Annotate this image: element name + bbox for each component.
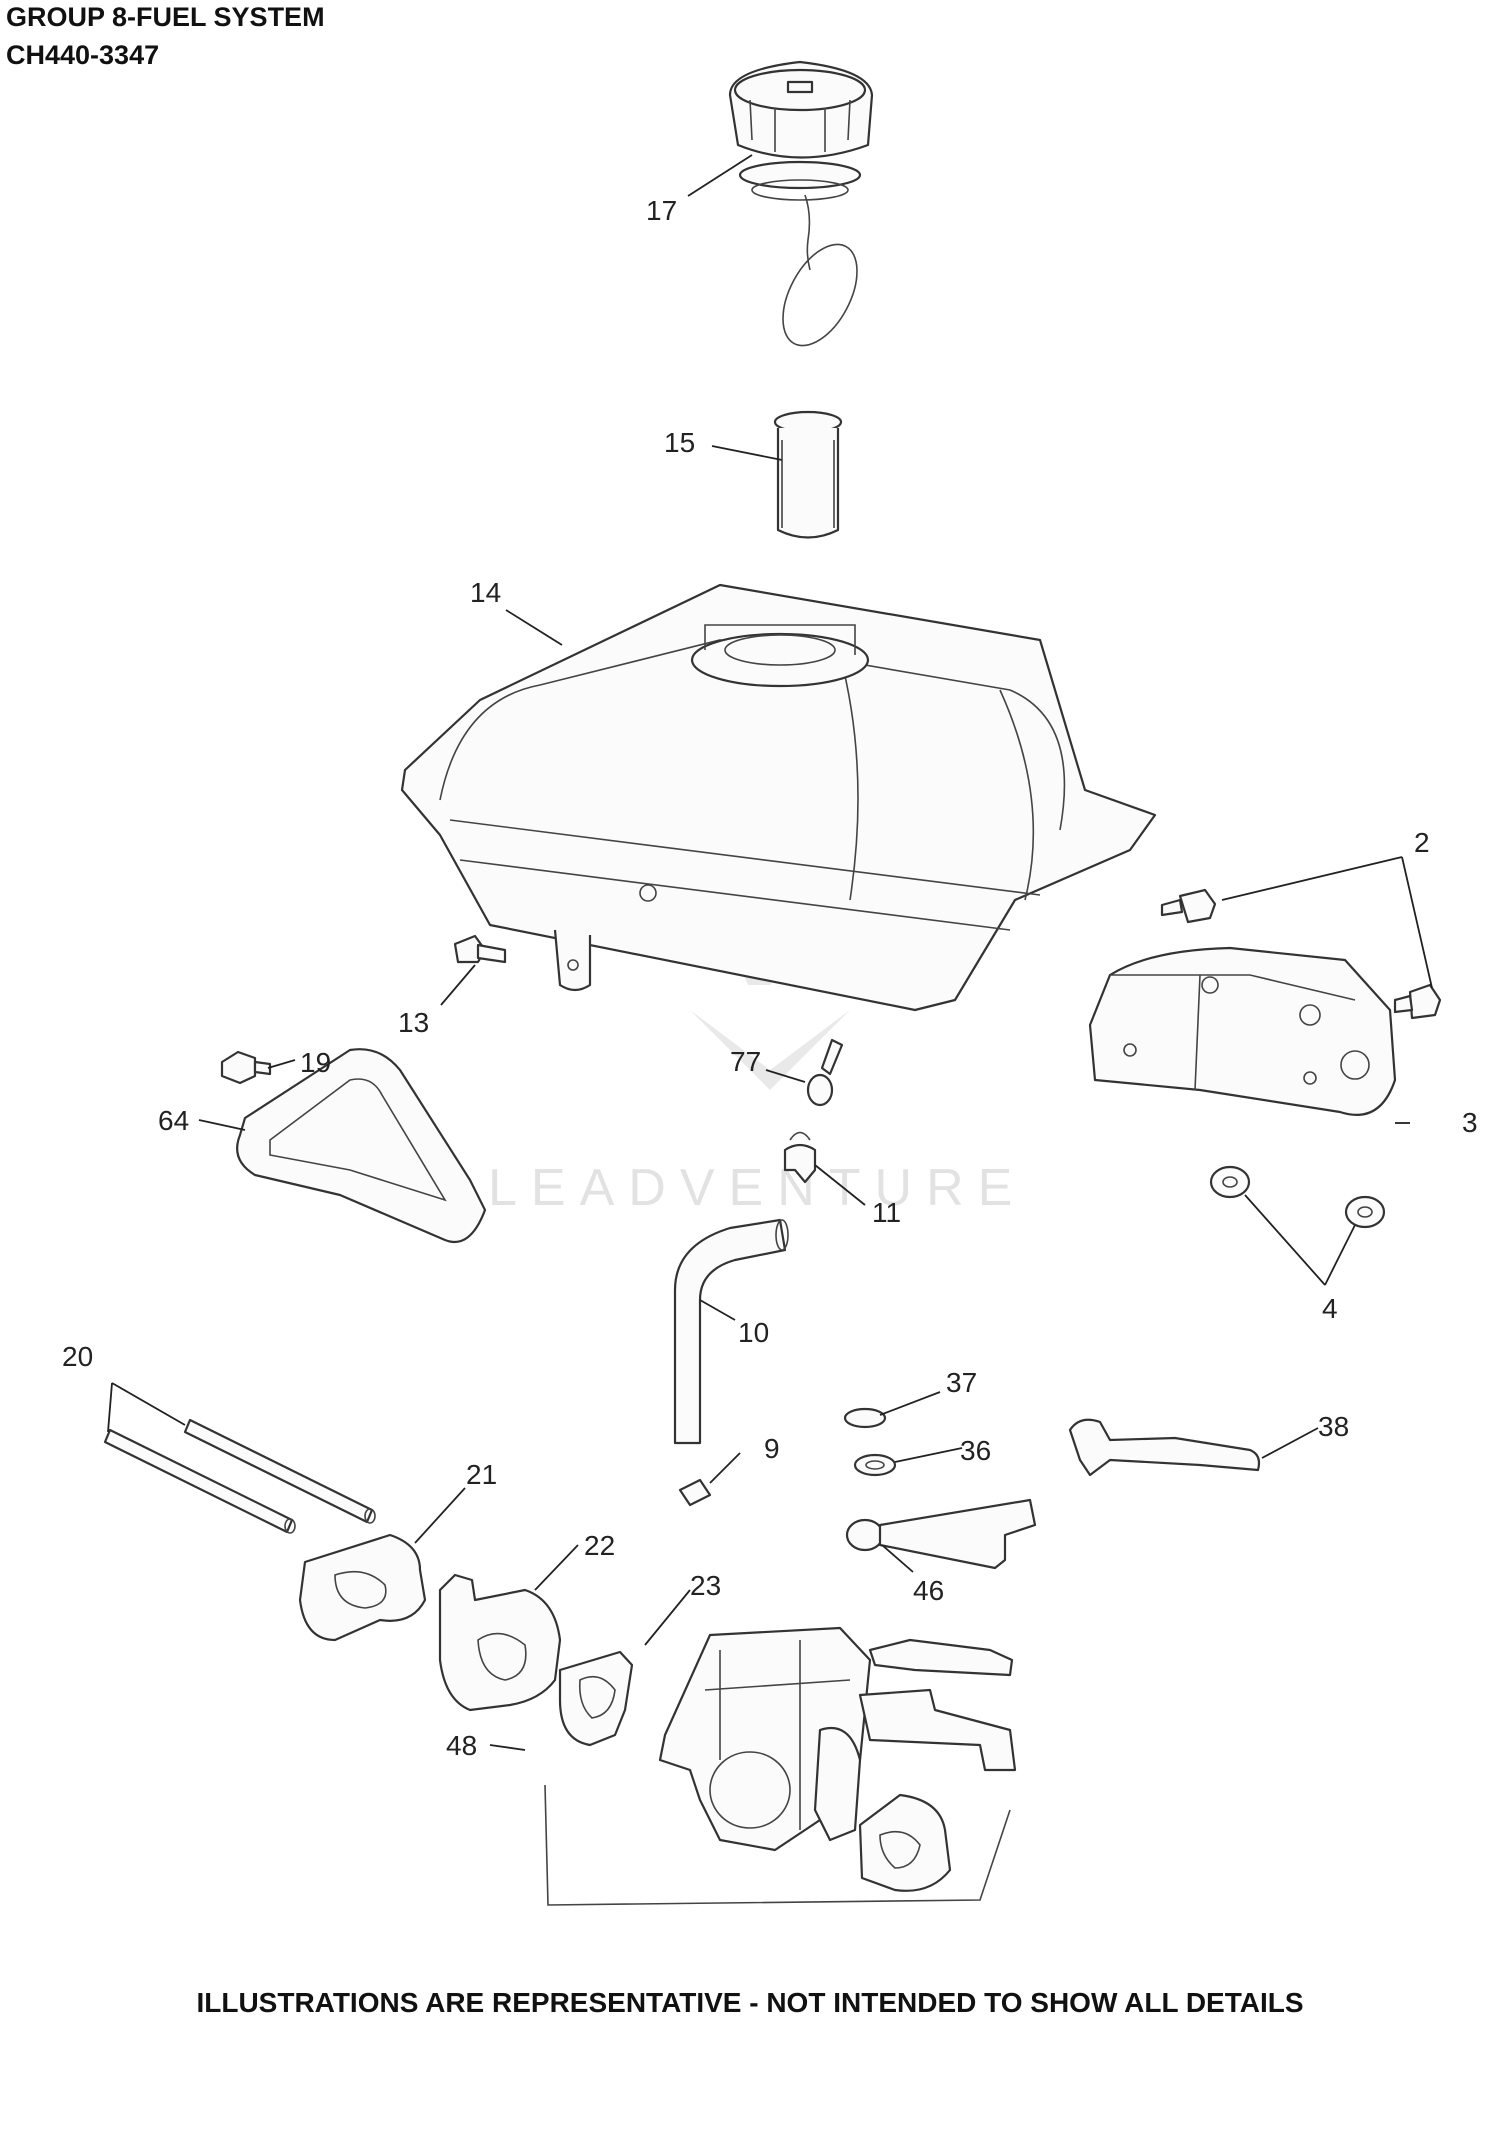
callout-23: 23: [690, 1570, 721, 1601]
part-seal-36[interactable]: [853, 1453, 897, 1477]
callout-17: 17: [646, 195, 677, 226]
part-bolts-2[interactable]: [1160, 888, 1442, 1020]
callout-38: 38: [1318, 1411, 1349, 1442]
callout-22: 22: [584, 1530, 615, 1561]
callout-64: 64: [158, 1105, 189, 1136]
model-number: CH440-3347: [6, 40, 160, 70]
callout-37: 37: [946, 1367, 977, 1398]
callout-3: 3: [1462, 1107, 1478, 1138]
part-washer-37[interactable]: [843, 1407, 887, 1429]
part-washers-4[interactable]: [1209, 1165, 1386, 1229]
callout-46: 46: [913, 1575, 944, 1606]
callout-13: 13: [398, 1007, 429, 1038]
part-carburetor-assembly[interactable]: [544, 1626, 1017, 1906]
part-bolt-13[interactable]: [453, 934, 507, 964]
callout-4: 4: [1322, 1293, 1338, 1324]
callout-48: 48: [446, 1730, 477, 1761]
part-studs-20[interactable]: [103, 1418, 376, 1534]
part-tank-support[interactable]: [236, 1048, 487, 1243]
part-hose-clip[interactable]: [783, 1131, 817, 1184]
leader-lines: [107, 154, 1433, 1751]
part-choke-lever[interactable]: [1068, 1418, 1261, 1477]
part-bolt-19[interactable]: [220, 1050, 272, 1085]
part-fuel-hose[interactable]: [673, 1218, 789, 1445]
callout-77: 77: [730, 1046, 761, 1077]
part-fuel-valve[interactable]: [806, 1038, 844, 1107]
part-fuel-cap[interactable]: [728, 60, 874, 358]
callout-labels: 17 15 14 2 13 19 77 3 64 11 4 10 20 37 3…: [62, 195, 1478, 1761]
callout-36: 36: [960, 1435, 991, 1466]
part-fuel-tank[interactable]: [400, 583, 1157, 1012]
part-clip-9[interactable]: [678, 1478, 712, 1507]
part-gasket-21[interactable]: [298, 1533, 427, 1642]
part-insulator-22[interactable]: [438, 1573, 562, 1712]
callout-10: 10: [738, 1317, 769, 1348]
callout-2: 2: [1414, 827, 1430, 858]
diagram-title: GROUP 8-FUEL SYSTEM: [6, 2, 325, 32]
callout-20: 20: [62, 1341, 93, 1372]
callout-21: 21: [466, 1459, 497, 1490]
callout-14: 14: [470, 577, 501, 608]
disclaimer-footer: ILLUSTRATIONS ARE REPRESENTATIVE - NOT I…: [196, 1987, 1304, 2018]
callout-11: 11: [872, 1197, 901, 1228]
part-fuel-strainer[interactable]: [773, 410, 843, 539]
part-tank-bracket[interactable]: [1088, 946, 1397, 1117]
watermark-text: LEADVENTURE: [488, 1159, 1026, 1217]
callout-15: 15: [664, 427, 695, 458]
callout-19: 19: [300, 1047, 331, 1078]
callout-9: 9: [764, 1433, 780, 1464]
part-throttle-lever[interactable]: [845, 1498, 1037, 1570]
